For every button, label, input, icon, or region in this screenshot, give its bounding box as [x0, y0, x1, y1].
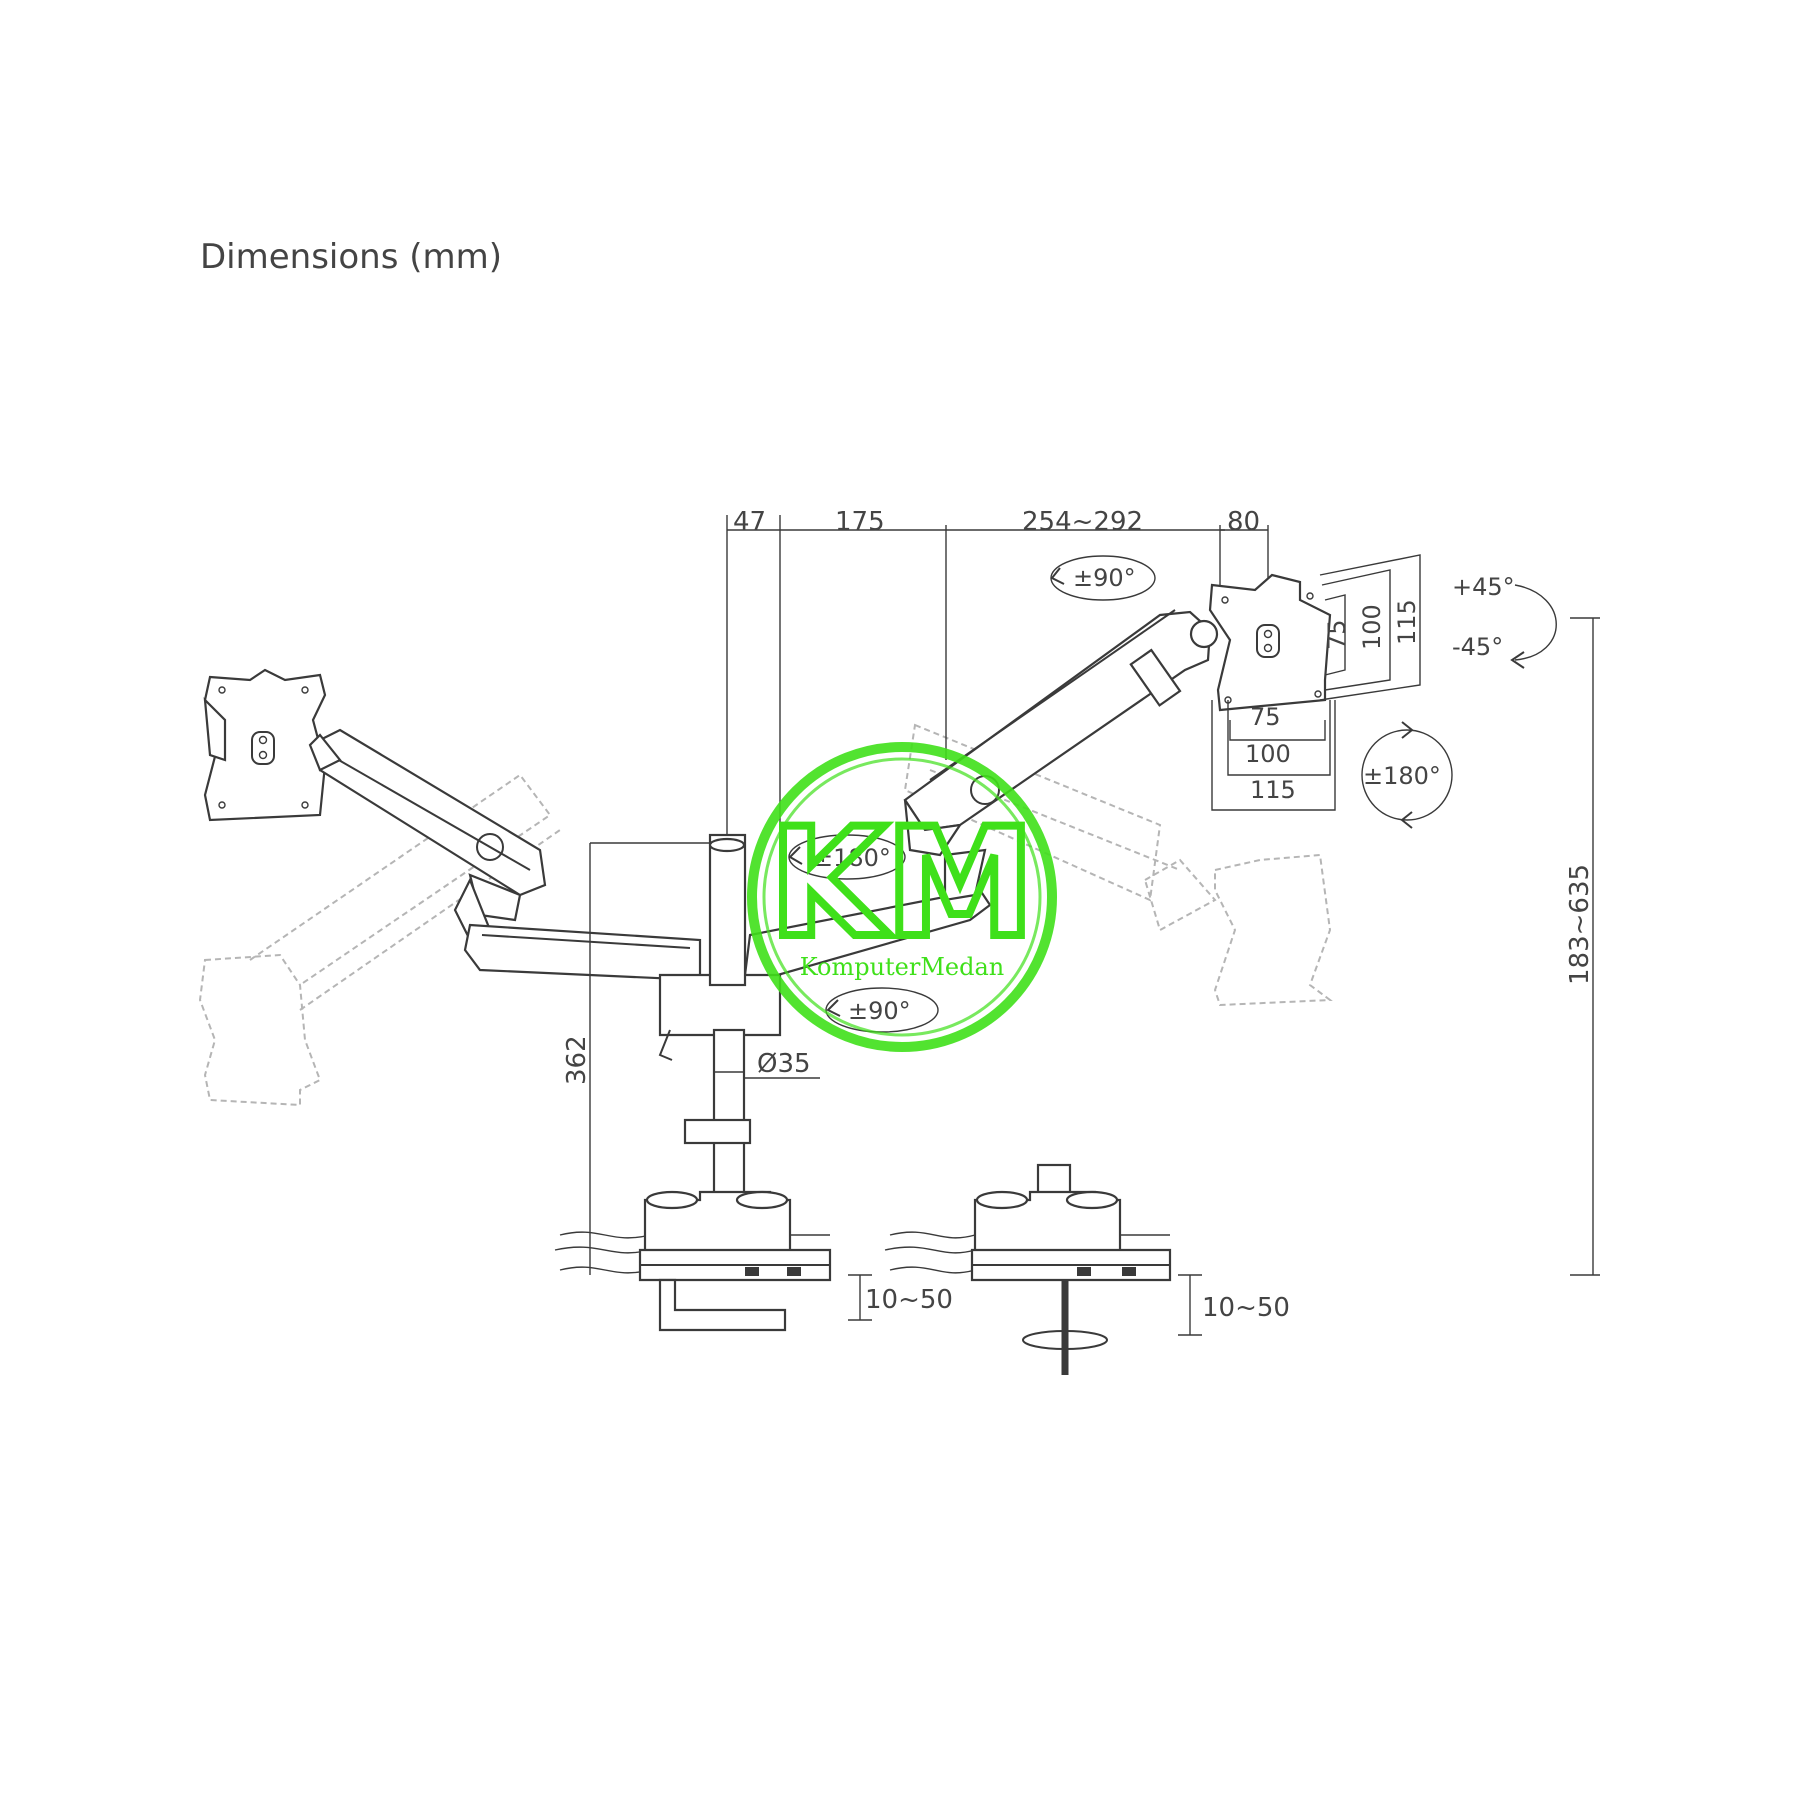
clamp-range-2-line	[1178, 1274, 1202, 1336]
rotation-arm-top: ±90°	[1073, 564, 1136, 592]
right-vesa-plate	[1208, 573, 1332, 712]
dim-362-line	[589, 842, 712, 1275]
dim-vesa-h-100: 100	[1245, 740, 1291, 768]
dim-vesa-v-100: 100	[1358, 604, 1386, 650]
dim-80: 80	[1227, 507, 1260, 537]
clamp-range-1-line	[848, 1274, 872, 1321]
dim-362: 362	[562, 1035, 592, 1085]
rotation-arrow-icon	[1050, 555, 1156, 601]
left-rotation-arrow-icon	[788, 834, 906, 880]
desk-clamp-base	[554, 1190, 832, 1332]
grommet-base	[884, 1163, 1172, 1375]
dim-clamp-range-1: 10~50	[865, 1285, 953, 1315]
left-arm	[308, 728, 547, 942]
rotation-tilt-down: -45°	[1452, 633, 1503, 661]
dim-vesa-v-75: 75	[1323, 619, 1351, 650]
rotation-arm-bottom: ±90°	[848, 997, 911, 1025]
dim-clamp-range-2: 10~50	[1202, 1293, 1290, 1323]
dim-254-292: 254~292	[1022, 507, 1143, 537]
dim-183-635-line	[1570, 617, 1600, 1276]
pole	[683, 833, 820, 1207]
page-title: Dimensions (mm)	[200, 237, 502, 277]
rotation-rotate-right: ±180°	[1363, 762, 1441, 790]
dim-47: 47	[733, 507, 766, 537]
rotation-arm-left: ±180°	[813, 844, 891, 872]
vesa-vertical-dims	[1319, 554, 1421, 701]
watermark-brand-text: KomputerMedan	[800, 953, 1005, 981]
left-vesa-plate	[203, 668, 327, 822]
lower-rotation-arrow-icon	[825, 987, 939, 1033]
tilt-arrow-icon	[1510, 584, 1557, 669]
top-dimension-lines	[726, 515, 1269, 1030]
dim-vesa-h-75: 75	[1250, 703, 1281, 731]
lower-arms	[463, 848, 992, 1061]
dim-175: 175	[835, 507, 885, 537]
rotation-tilt-up: +45°	[1452, 573, 1515, 601]
dim-vesa-v-115: 115	[1393, 599, 1421, 645]
vesa-horizontal-dims	[1211, 700, 1336, 811]
rotate-circle-icon	[1361, 721, 1453, 829]
dim-183-635: 183~635	[1565, 864, 1595, 985]
komputermedan-watermark-logo: KM KomputerMedan	[747, 742, 1057, 1052]
dim-pole-diameter: Ø35	[757, 1049, 811, 1079]
dim-vesa-h-115: 115	[1250, 776, 1296, 804]
watermark-logo-text: KM	[769, 797, 1035, 971]
